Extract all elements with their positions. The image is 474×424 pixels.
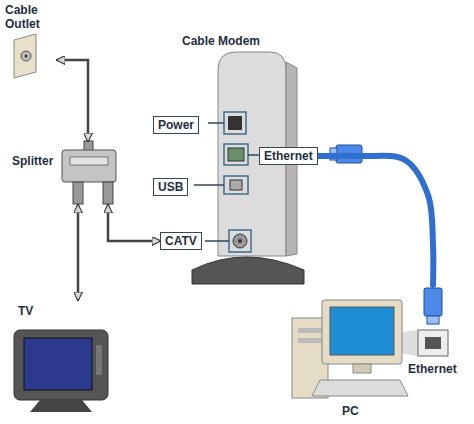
tv-set xyxy=(14,330,108,412)
device-group: Cable Outlet xyxy=(5,3,57,81)
device-group: Splitter xyxy=(10,141,120,205)
device-group: TV xyxy=(10,300,138,418)
pc-computer xyxy=(292,300,448,398)
port-label: Power xyxy=(153,116,199,134)
port-label: USB xyxy=(153,178,188,196)
device-label: Cable Outlet xyxy=(5,3,57,31)
device-label: Cable Modem xyxy=(182,34,330,48)
splitter-device xyxy=(62,141,116,204)
coax-cable xyxy=(108,205,160,241)
port-label: Ethernet xyxy=(259,147,318,165)
port-label: Ethernet xyxy=(408,362,457,376)
device-group: PC xyxy=(290,285,468,420)
device-label: PC xyxy=(342,404,468,418)
port-label: CATV xyxy=(160,232,202,250)
coax-cable xyxy=(57,60,88,141)
rj45-plug xyxy=(330,145,442,324)
device-label: Splitter xyxy=(12,154,120,168)
callout-box: CATV xyxy=(160,232,202,250)
callout-box: Power xyxy=(153,116,199,134)
cable-modem xyxy=(192,52,304,284)
device-label: TV xyxy=(18,304,138,318)
callout-box: Ethernet xyxy=(259,147,318,165)
device-group: Cable ModemPowerEthernetUSB CATV xyxy=(150,20,330,285)
coax-cable xyxy=(77,205,80,300)
wall-outlet xyxy=(14,34,36,78)
ethernet-cable xyxy=(318,156,434,285)
callout-box: USB xyxy=(153,178,188,196)
